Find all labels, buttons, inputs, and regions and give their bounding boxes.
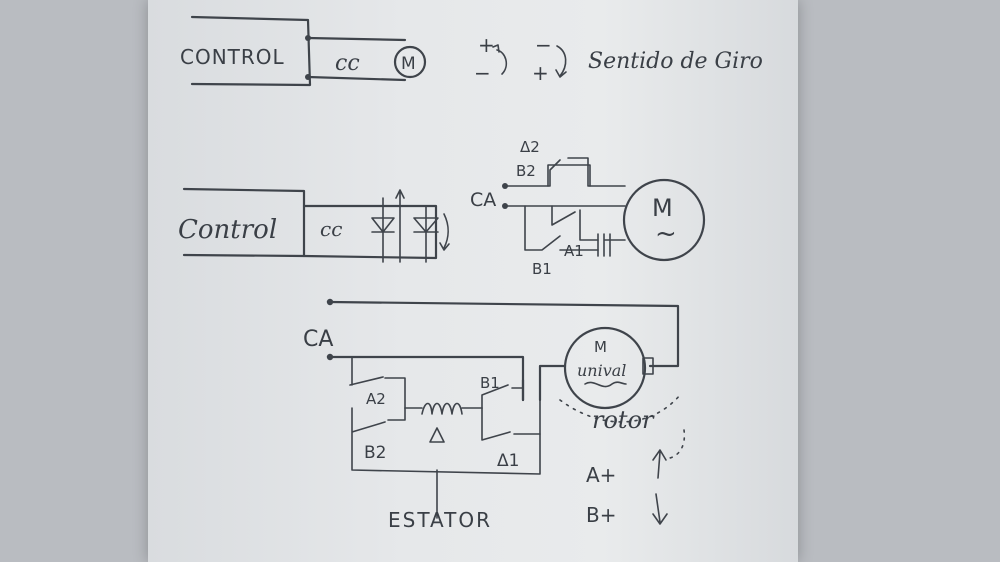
ca-label-bottom: CA: [303, 327, 333, 352]
dir1-top: +: [478, 33, 495, 57]
paper-sheet: [148, 0, 798, 562]
legend-a: A+: [586, 463, 616, 487]
a1-label-bottom: Δ1: [497, 451, 519, 471]
direction-caption: Sentido de Giro: [588, 49, 763, 74]
control-label-mid: Control: [178, 215, 277, 245]
motor-label-bottom: M: [594, 338, 607, 356]
a2-label-mid: Δ2: [520, 138, 540, 156]
ca-label-mid: CA: [470, 189, 496, 211]
ac-symbol: ~: [655, 219, 677, 249]
cc-label: cc: [335, 51, 360, 76]
legend-arrow-up-icon: [652, 449, 667, 479]
rotor-curve: [559, 394, 686, 459]
cc-label-mid: cc: [320, 217, 342, 241]
b1-label-bottom: B1: [480, 374, 500, 392]
control-label: CONTROL: [180, 45, 285, 69]
b2-label-mid: B2: [516, 162, 536, 180]
arrow-down-icon: [555, 45, 567, 78]
rotor-label: rotor: [592, 406, 655, 434]
motor-label-mid: M: [652, 194, 673, 222]
motor-symbol-bottom: [563, 326, 647, 410]
legend-b: B+: [586, 503, 616, 527]
b1-label-mid: B1: [532, 260, 552, 278]
motor-label-top: M: [401, 54, 416, 74]
a2-label-bottom: A2: [366, 390, 386, 408]
arrow-up-icon: [492, 44, 508, 75]
motor-symbol-top: [393, 45, 427, 79]
stator-label: ESTATOR: [388, 508, 492, 532]
ac-wave-icon: [584, 381, 627, 388]
top-diagram: CONTROL cc M + − − + Sentido de Giro: [180, 15, 763, 87]
motor-sub-label: unival: [577, 361, 626, 380]
motor-symbol-mid: [622, 178, 706, 262]
stator-coil: [421, 402, 463, 415]
bottom-diagram: CA A2 B2 ESTATOR B1 Δ1: [303, 298, 686, 532]
thyristor-pair: [371, 189, 450, 263]
dir2-top: −: [535, 33, 552, 57]
b2-label-bottom: B2: [364, 443, 386, 463]
motor-terminal: [642, 357, 654, 375]
a1-label-mid: A1: [564, 242, 584, 260]
stator-arrow-icon: [429, 427, 445, 519]
middle-diagram: Control cc CA Δ2 B2 A1 B1: [178, 138, 706, 278]
legend-arrow-down-icon: [652, 493, 668, 525]
dir2-bottom: +: [532, 61, 549, 85]
dir1-bottom: −: [474, 61, 491, 85]
